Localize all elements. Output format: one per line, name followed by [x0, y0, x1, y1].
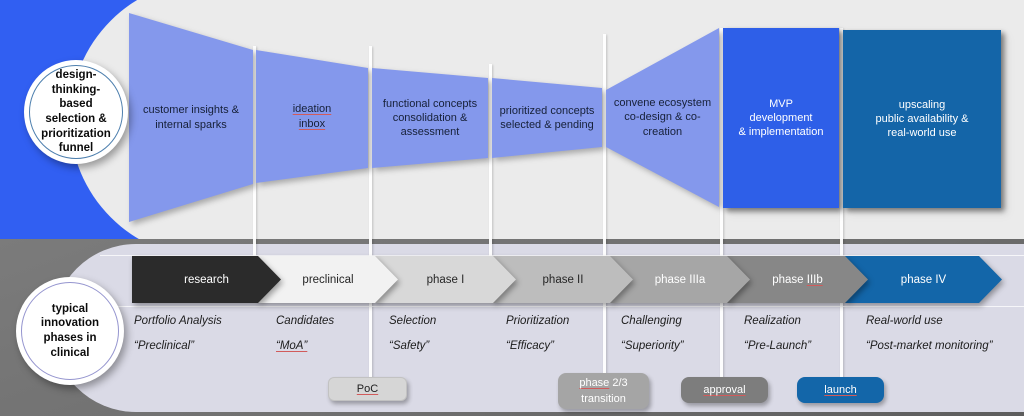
funnel-stage-convene-ecosystem: convene ecosystem co-design & co- creati… — [606, 28, 719, 207]
phase-note-research: Portfolio Analysis “Preclinical” — [134, 314, 274, 353]
badge-line2: transition — [581, 393, 626, 405]
phase-note-phase3b: Realization “Pre-Launch” — [744, 314, 864, 353]
phase-label: phase I — [426, 273, 465, 286]
note-line2: “Post-market monitoring” — [866, 340, 993, 352]
phase-label: phase IIIa — [654, 273, 706, 286]
badge-label: approval — [703, 384, 746, 396]
funnel-stage-label: customer insights & internal sparks — [143, 104, 239, 131]
funnel-stage-mvp: MVP development & implementation — [723, 28, 839, 208]
funnel-stage-label: prioritized concepts selected & pending — [499, 104, 595, 131]
connector-line-poc — [369, 46, 372, 390]
phase-note-phase4: Real-world use “Post-market monitoring” — [866, 314, 1024, 353]
connector-line-transition — [603, 34, 606, 390]
phase-chevron-phase3a: phase IIIa — [610, 256, 750, 303]
milestone-badge-poc: PoC — [328, 377, 407, 401]
funnel-stage-customer-insights: customer insights & internal sparks — [129, 13, 253, 222]
note-line1: Challenging — [621, 315, 682, 327]
phase-chevron-phase3b: phase IIIb — [727, 256, 868, 303]
funnel-stage-label: MVP development & implementation — [738, 97, 824, 139]
row-divider-line — [100, 306, 1024, 307]
funnel-stage-label: functional concepts consolidation & asse… — [382, 97, 478, 139]
phase-chevron-phase1: phase I — [375, 256, 516, 303]
connector-line-launch — [840, 28, 843, 390]
connector-line — [489, 64, 492, 258]
funnel-stage-ideation-inbox: ideation inbox — [256, 50, 368, 183]
phase-chevron-phase2: phase II — [493, 256, 633, 303]
phase-chevron-research: research — [132, 256, 281, 303]
phases-title-circle: typical innovation phases in clinical — [16, 277, 124, 385]
note-line1: Prioritization — [506, 315, 570, 327]
phase-label: research — [184, 273, 229, 286]
badge-label: launch — [824, 384, 857, 396]
phases-title: typical innovation phases in clinical — [40, 302, 100, 359]
milestone-badge-launch: launch — [797, 377, 884, 403]
note-line2: “Preclinical” — [134, 340, 195, 352]
funnel-stage-functional-concepts: functional concepts consolidation & asse… — [372, 68, 488, 168]
phase-note-phase3a: Challenging “Superiority” — [621, 314, 741, 353]
note-line1: Real-world use — [866, 315, 943, 327]
phase-note-phase2: Prioritization “Efficacy” — [506, 314, 626, 353]
note-line2: “Pre-Launch” — [744, 340, 812, 352]
note-line1: Selection — [389, 315, 437, 327]
note-line1: Portfolio Analysis — [134, 315, 222, 327]
phase-chevron-preclinical: preclinical — [258, 256, 398, 303]
funnel-stage-label: ideation inbox — [292, 103, 332, 130]
phase-chevron-phase4: phase IV — [845, 256, 1002, 303]
note-line2: “Safety” — [389, 340, 430, 352]
funnel-title-circle: design- thinking- based selection & prio… — [24, 60, 128, 164]
badge-line1: phase 2/3 — [579, 377, 628, 389]
phase-label: preclinical — [302, 273, 354, 286]
phase-label: phase II — [542, 273, 584, 286]
note-line2: “Efficacy” — [506, 340, 554, 352]
note-line2: “Superiority” — [621, 340, 684, 352]
badge-label: PoC — [356, 383, 379, 395]
phase-label: phase IIIb — [772, 273, 823, 286]
funnel-stage-prioritized-concepts: prioritized concepts selected & pending — [492, 78, 602, 158]
connector-line — [253, 46, 256, 258]
note-line2: “MoA” — [276, 340, 308, 352]
note-line1: Realization — [744, 315, 801, 327]
phase-note-phase1: Selection “Safety” — [389, 314, 499, 353]
funnel-title: design- thinking- based selection & prio… — [41, 68, 111, 155]
funnel-stage-upscaling: upscaling public availability & real-wor… — [843, 30, 1001, 208]
milestone-badge-phase23-transition: phase 2/3 transition — [558, 373, 649, 409]
funnel-stage-label: convene ecosystem co-design & co- creati… — [613, 97, 712, 138]
row-divider-line — [100, 255, 1024, 256]
funnel-stage-label: upscaling public availability & real-wor… — [875, 98, 969, 140]
connector-line-approval — [720, 28, 723, 390]
note-line1: Candidates — [276, 315, 335, 327]
phase-note-preclinical: Candidates “MoA” — [276, 314, 386, 353]
phase-label: phase IV — [900, 273, 947, 286]
milestone-badge-approval: approval — [681, 377, 768, 403]
